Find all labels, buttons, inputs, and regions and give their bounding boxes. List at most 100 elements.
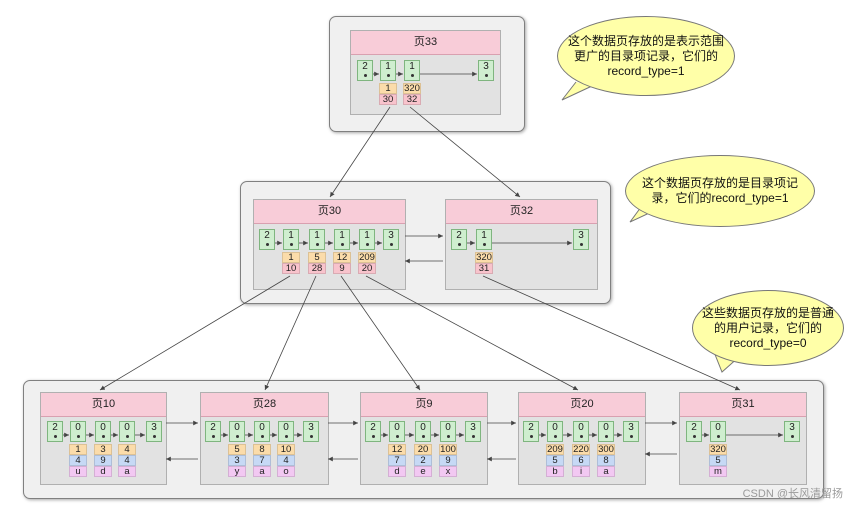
page-30-title: 页30 xyxy=(254,200,405,224)
p30-slot-4: 1 xyxy=(359,229,375,250)
p9-record-2-field-0: 100 xyxy=(439,444,457,455)
link-p32-p31 xyxy=(482,275,741,391)
p33-slot-3: 3 xyxy=(478,60,494,81)
page-33-title: 页33 xyxy=(351,31,500,55)
p10-record-2-field-0: 4 xyxy=(118,444,136,455)
p30-record-3-field-0: 209 xyxy=(358,252,376,263)
p10-record-2-field-1: 4 xyxy=(118,455,136,466)
p20-slot-4: 3 xyxy=(623,421,639,442)
p9-slot-4: 3 xyxy=(465,421,481,442)
p9-slot-3: 0 xyxy=(440,421,456,442)
p20-record-2-field-0: 300 xyxy=(597,444,615,455)
p32-slot-2: 3 xyxy=(573,229,589,250)
p10-record-2-field-2: a xyxy=(118,466,136,477)
p9-record-2-field-2: x xyxy=(439,466,457,477)
p28-record-1-field-2: a xyxy=(253,466,271,477)
p28-record-0-field-2: y xyxy=(228,466,246,477)
p9-slot-2: 0 xyxy=(415,421,431,442)
p20-record-0-field-2: b xyxy=(546,466,564,477)
p30-slot-1: 1 xyxy=(283,229,299,250)
p30-record-3-field-1: 20 xyxy=(358,263,376,274)
p30-record-0-field-1: 10 xyxy=(282,263,300,274)
p31-record-0-field-2: m xyxy=(709,466,727,477)
p10-slot-3: 0 xyxy=(119,421,135,442)
p30-record-1-field-1: 28 xyxy=(308,263,326,274)
p30-record-0-field-0: 1 xyxy=(282,252,300,263)
p28-record-2-field-0: 10 xyxy=(277,444,295,455)
p10-record-1-field-2: d xyxy=(94,466,112,477)
p32-slot-1: 1 xyxy=(476,229,492,250)
p33-slot-0: 2 xyxy=(357,60,373,81)
link-p33-p32 xyxy=(409,106,521,198)
page-20-title: 页20 xyxy=(519,393,645,417)
p20-slot-1: 0 xyxy=(547,421,563,442)
p9-record-0-field-1: 7 xyxy=(388,455,406,466)
p28-record-0-field-1: 3 xyxy=(228,455,246,466)
p10-slot-0: 2 xyxy=(47,421,63,442)
p31-slot-2: 3 xyxy=(784,421,800,442)
page-31-title: 页31 xyxy=(680,393,806,417)
link-p30-p10 xyxy=(99,275,291,391)
p32-record-0-field-0: 320 xyxy=(475,252,493,263)
note-top: 这个数据页存放的是表示范围更广的目录项记录，它们的record_type=1 xyxy=(557,16,735,96)
link-p30-p20 xyxy=(365,275,579,391)
p28-record-2-field-2: o xyxy=(277,466,295,477)
p9-record-0-field-0: 12 xyxy=(388,444,406,455)
p9-slot-0: 2 xyxy=(365,421,381,442)
p28-slot-3: 0 xyxy=(278,421,294,442)
p30-slot-5: 3 xyxy=(383,229,399,250)
p28-record-1-field-0: 8 xyxy=(253,444,271,455)
p10-record-1-field-1: 9 xyxy=(94,455,112,466)
page-28-title: 页28 xyxy=(201,393,328,417)
watermark: CSDN @长风清留扬 xyxy=(742,488,843,500)
p28-slot-4: 3 xyxy=(303,421,319,442)
p28-record-1-field-1: 7 xyxy=(253,455,271,466)
p20-record-0-field-0: 209 xyxy=(546,444,564,455)
p9-record-1-field-1: 2 xyxy=(414,455,432,466)
p33-slot-1: 1 xyxy=(380,60,396,81)
p9-record-2-field-1: 9 xyxy=(439,455,457,466)
p20-record-1-field-0: 220 xyxy=(572,444,590,455)
p20-slot-0: 2 xyxy=(523,421,539,442)
p20-record-1-field-1: 6 xyxy=(572,455,590,466)
p28-slot-1: 0 xyxy=(229,421,245,442)
page-10-title: 页10 xyxy=(41,393,166,417)
p10-slot-1: 0 xyxy=(70,421,86,442)
p31-record-0-field-0: 320 xyxy=(709,444,727,455)
p10-record-0-field-2: u xyxy=(69,466,87,477)
p28-slot-2: 0 xyxy=(254,421,270,442)
p10-record-0-field-1: 4 xyxy=(69,455,87,466)
p31-record-0-field-1: 5 xyxy=(709,455,727,466)
link-p33-p30 xyxy=(329,106,391,198)
p32-slot-0: 2 xyxy=(451,229,467,250)
p30-slot-0: 2 xyxy=(259,229,275,250)
p33-record-0-field-0: 1 xyxy=(379,83,397,94)
p33-record-1-field-1: 32 xyxy=(403,94,421,105)
p31-slot-0: 2 xyxy=(686,421,702,442)
p32-record-0-field-1: 31 xyxy=(475,263,493,274)
link-p30-p28 xyxy=(264,275,317,391)
p9-record-1-field-2: e xyxy=(414,466,432,477)
p33-record-0-field-1: 30 xyxy=(379,94,397,105)
p33-record-1-field-0: 320 xyxy=(403,83,421,94)
p9-slot-1: 0 xyxy=(389,421,405,442)
p10-slot-4: 3 xyxy=(146,421,162,442)
p20-record-2-field-2: a xyxy=(597,466,615,477)
p20-slot-3: 0 xyxy=(598,421,614,442)
p20-record-0-field-1: 5 xyxy=(546,455,564,466)
p10-slot-2: 0 xyxy=(95,421,111,442)
p20-slot-2: 0 xyxy=(573,421,589,442)
note-top-tail xyxy=(561,81,593,101)
p30-record-2-field-0: 12 xyxy=(333,252,351,263)
p30-slot-2: 1 xyxy=(309,229,325,250)
p9-record-0-field-2: d xyxy=(388,466,406,477)
p10-record-0-field-0: 1 xyxy=(69,444,87,455)
p28-record-0-field-0: 5 xyxy=(228,444,246,455)
p30-record-2-field-1: 9 xyxy=(333,263,351,274)
page-32-title: 页32 xyxy=(446,200,597,224)
note-mid: 这个数据页存放的是目录项记录，它们的record_type=1 xyxy=(625,155,815,227)
p10-record-1-field-0: 3 xyxy=(94,444,112,455)
page-9-title: 页9 xyxy=(361,393,487,417)
p28-slot-0: 2 xyxy=(205,421,221,442)
note-bottom: 这些数据页存放的是普通的用户记录，它们的record_type=0 xyxy=(692,290,844,366)
